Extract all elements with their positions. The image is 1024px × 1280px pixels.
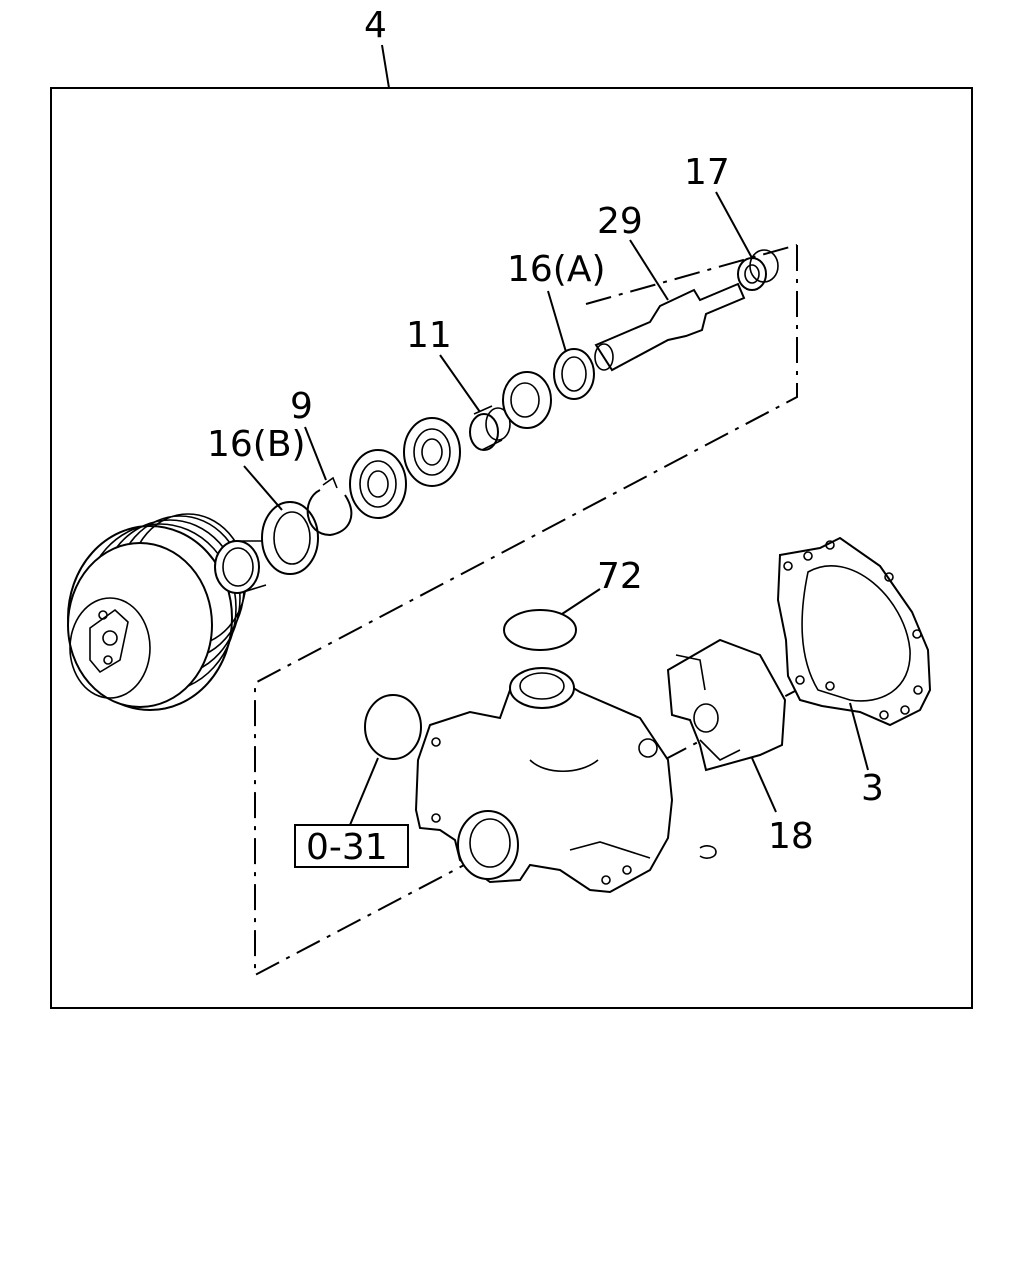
snap-ring-9 [306,476,353,537]
callout-29: 29 [597,201,643,242]
callout-9: 9 [290,386,313,427]
callout-16b: 16(B) [207,424,306,465]
shaft-29 [594,282,746,372]
leader-3 [849,702,869,771]
callout-18: 18 [768,816,814,857]
seal-16a [553,348,595,400]
reference-box [294,824,409,868]
leader-16a [547,290,567,353]
roller-bearing [349,449,407,519]
leader-17 [715,191,753,259]
alignment-lines [254,244,798,977]
pump-housing [414,667,717,894]
leader-11 [439,354,481,413]
leader-29 [629,239,669,301]
ball-bearing [403,417,461,487]
assembly-label: 4 [364,5,387,46]
callout-17: 17 [684,152,730,193]
gasket-3 [776,536,932,727]
leader-18 [751,757,777,813]
bearing-2 [502,371,552,429]
plug-17 [737,249,779,291]
seal-16b [261,501,319,575]
callout-11: 11 [406,315,452,356]
callout-72: 72 [597,556,643,597]
o-ring-left [364,694,422,760]
pulley [67,513,247,711]
spacer-11 [469,405,511,451]
leader-16b [243,465,283,511]
o-ring-72 [503,609,577,651]
reference-label: 0-31 [306,827,388,868]
impeller-18 [666,638,787,772]
leader-72 [561,588,601,615]
callout-16a: 16(A) [507,249,606,290]
leader-ref [349,757,379,826]
callout-3: 3 [861,768,884,809]
bushing [214,540,267,594]
leader-9 [304,426,327,481]
assembly-leader [381,44,390,89]
assembly-frame [50,87,973,1009]
